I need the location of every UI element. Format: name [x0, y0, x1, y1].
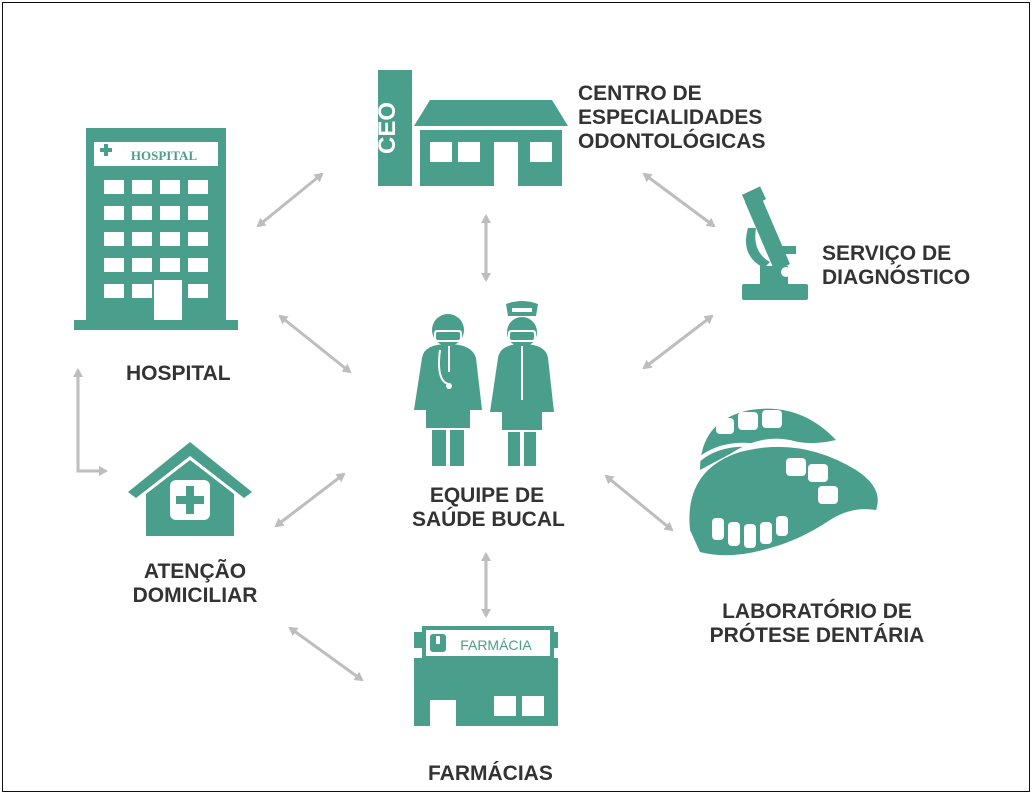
- atencao-label-line-1: ATENÇÃO: [143, 560, 247, 583]
- ceo-label-line-2: ESPECIALIDADES: [578, 106, 763, 129]
- equipe-label: EQUIPE DE SAÚDE BUCAL: [412, 484, 565, 532]
- laboratorio-label: LABORATÓRIO DE PRÓTESE DENTÁRIA: [690, 600, 944, 648]
- ceo-label-line-1: CENTRO DE: [578, 82, 702, 105]
- atencao-label: ATENÇÃO DOMICILIAR: [118, 560, 272, 608]
- laboratorio-label-line-2: PRÓTESE DENTÁRIA: [709, 624, 925, 647]
- arrow-diagnostico-equipe: [642, 314, 714, 370]
- equipe-label-line-1: EQUIPE DE: [429, 484, 545, 507]
- equipe-label-line-2: SAÚDE BUCAL: [412, 508, 565, 531]
- ceo-sign-text: CEO: [374, 102, 401, 154]
- microscope-icon: [741, 186, 808, 300]
- dental-team-icon: [414, 301, 554, 466]
- laboratorio-label-line-1: LABORATÓRIO DE: [722, 600, 912, 623]
- pharmacy-store-icon: FARMÁCIA: [414, 626, 558, 726]
- ceo-label: CENTRO DE ESPECIALIDADES ODONTOLÓGICAS: [578, 82, 765, 154]
- arrow-hospital-atencao: [73, 368, 108, 476]
- arrow-atencao-farmacias: [288, 626, 364, 682]
- denture-icon: [689, 408, 878, 556]
- hospital-sign-text: HOSPITAL: [131, 148, 198, 163]
- pharmacy-sign-text: FARMÁCIA: [460, 637, 532, 653]
- diagnostico-label-line-2: DIAGNÓSTICO: [822, 266, 971, 289]
- farmacias-label: FARMÁCIAS: [428, 762, 553, 785]
- home-care-house-icon: [128, 442, 252, 536]
- arrow-ceo-diagnostico: [642, 172, 716, 228]
- hospital-label: HOSPITAL: [126, 362, 231, 385]
- diagnostico-label: SERVIÇO DE DIAGNÓSTICO: [822, 242, 970, 290]
- arrow-hospital-equipe: [278, 314, 352, 374]
- connection-arrows: [73, 172, 716, 682]
- arrow-hospital-ceo: [256, 172, 324, 228]
- ceo-label-line-3: ODONTOLÓGICAS: [578, 130, 766, 153]
- arrow-atencao-equipe: [274, 472, 346, 528]
- hospital-building-icon: HOSPITAL: [74, 128, 238, 330]
- atencao-label-line-2: DOMICILIAR: [132, 584, 258, 607]
- arrow-equipe-laboratorio: [604, 474, 674, 532]
- hospital-windows: [104, 180, 208, 320]
- dental-specialty-building-icon: CEO: [374, 70, 568, 186]
- diagnostico-label-line-1: SERVIÇO DE: [822, 242, 952, 265]
